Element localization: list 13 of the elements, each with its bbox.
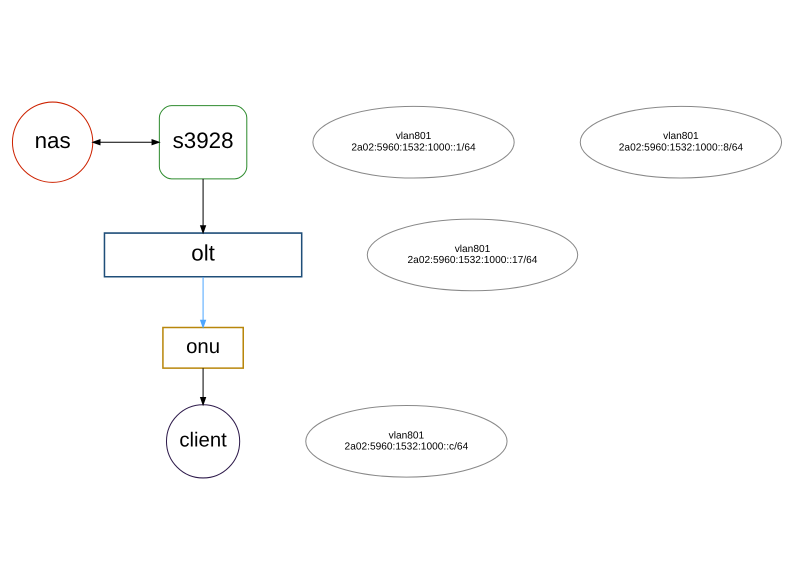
node-ellipse: vlan801 2a02:5960:1532:1000::8/64 bbox=[580, 106, 782, 179]
node-box: s3928 bbox=[158, 105, 248, 180]
node-ellipse: vlan801 2a02:5960:1532:1000::17/64 bbox=[366, 218, 578, 292]
node-circle: nas bbox=[12, 102, 94, 183]
arrow bbox=[200, 277, 206, 329]
arrow bbox=[91, 139, 161, 146]
arrow bbox=[200, 178, 206, 234]
node-box: olt bbox=[104, 232, 302, 278]
node-circle: client bbox=[166, 404, 240, 478]
node-ellipse: vlan801 2a02:5960:1532:1000::1/64 bbox=[312, 106, 515, 179]
node-box: onu bbox=[162, 326, 244, 369]
arrow bbox=[200, 368, 206, 406]
node-ellipse: vlan801 2a02:5960:1532:1000::c/64 bbox=[305, 405, 508, 478]
